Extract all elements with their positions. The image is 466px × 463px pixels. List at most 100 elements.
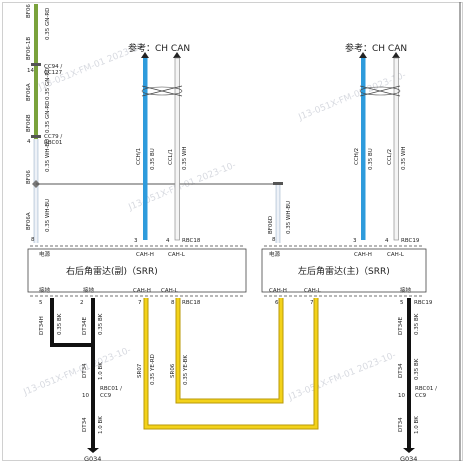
arrow-up-icon: [141, 52, 149, 58]
wire-label: CCL/2: [387, 149, 393, 165]
can-h-pin-label: CAH-H: [133, 288, 151, 294]
wire-label: 0.35 WH-BU: [45, 139, 51, 172]
wire-label: DT34: [398, 363, 404, 378]
conn-label: BF06-1B: [26, 37, 32, 60]
conn-label: CC79 /: [44, 134, 62, 140]
wire-label: 0.35 YE-BK: [183, 355, 189, 385]
pin-label: 8: [31, 237, 35, 243]
can-reference: 参考：CH CAN: [345, 42, 407, 54]
ground-wire: [50, 298, 54, 345]
wire-label: 0.35 WH: [401, 146, 407, 170]
ground-symbol-icon: [403, 448, 415, 453]
pin-label: 10: [82, 393, 89, 399]
wire-label: 0.35 BU: [368, 148, 374, 170]
can-low-wire: [174, 57, 180, 241]
connector-mark: [31, 135, 41, 138]
pin-label: 5: [39, 300, 43, 306]
wire-label: 0.35 BK: [57, 313, 63, 335]
ground-wire: [407, 298, 411, 448]
conn-label: RBC01 /: [415, 386, 437, 392]
pin-label: 5: [400, 300, 404, 306]
ground-pin-label: 接地: [400, 286, 412, 294]
conn-label: BF06B: [26, 114, 32, 132]
pin-label: 10: [398, 393, 405, 399]
ground-wire: [50, 343, 95, 347]
wire-label: DT34: [82, 417, 88, 432]
green-wire: [34, 4, 38, 139]
twist-icon: [359, 86, 401, 96]
wire-label: DT34E: [82, 316, 88, 335]
wire-label: 1.0 BK: [98, 416, 104, 434]
wire-label: 0.35 BU: [150, 148, 156, 170]
ground-wire: [91, 345, 95, 448]
wire-label: CCH/1: [136, 148, 142, 165]
module-name: 右后角雷达(副)（SRR): [66, 265, 158, 277]
wire-label: 1.0 BK: [98, 362, 104, 380]
conn-label: BF06D: [268, 216, 274, 234]
ground-point-label: G034: [84, 455, 101, 463]
right-rear-radar: 参考：CH CAN CCH/1 0.35 BU CCL/1 0.35 WH 3 …: [27, 42, 247, 463]
wire-label: 0.35 BK: [98, 313, 104, 335]
arrow-up-icon: [392, 52, 400, 58]
sensor-wire-sr06: [175, 298, 284, 404]
module-name: 左后角雷达(主)（SRR): [298, 265, 390, 277]
conn-label: CC127: [44, 70, 63, 76]
wire-label: DT34: [398, 417, 404, 432]
conn-label: CC94 /: [44, 64, 62, 70]
connector-mark: [273, 182, 283, 185]
radar-body: [261, 248, 427, 293]
can-h-pin-label: CAH-H: [136, 252, 154, 258]
conn-label: RBC18: [182, 300, 201, 306]
twist-icon: [141, 85, 183, 97]
wire-label: 0.35 WH: [182, 146, 188, 170]
can-l-pin-label: CAH-L: [387, 252, 405, 258]
pin-label: 2: [80, 300, 84, 306]
pin-label: 8: [171, 300, 175, 306]
ground-point-label: G034: [400, 455, 417, 463]
wire-label: 0.35 WH-BU: [45, 199, 51, 232]
conn-label: BF06A: [26, 83, 32, 101]
twist-icon: [359, 85, 401, 97]
conn-label: CC9: [100, 393, 112, 399]
wire-label: DT34E: [398, 316, 404, 335]
wire-label: SR07: [137, 363, 143, 378]
wire-label: DT34: [82, 363, 88, 378]
pin-label: 7: [310, 300, 314, 306]
can-high-wire: [143, 58, 148, 240]
ground-pin-label: 接地: [39, 286, 51, 294]
sensor-wire-sr06-core: [176, 298, 283, 403]
wire-label: CCL/1: [168, 149, 174, 165]
conn-label: RBC19: [414, 300, 433, 306]
pin-label: 4: [385, 238, 389, 244]
pin-label: 4: [27, 139, 31, 145]
pin-label: 14: [27, 68, 34, 74]
wire-label: CCH/2: [354, 148, 360, 165]
pin-label: 3: [353, 238, 357, 244]
pin-label: 4: [166, 238, 170, 244]
watermark: J13-051X-FM-01 2023-10-: [286, 350, 397, 403]
wire-label: SR06: [170, 363, 176, 378]
wire-label: 0.35 BK: [414, 313, 420, 335]
can-l-pin-label: CAH-L: [168, 252, 186, 258]
ground-pin-label: 接地: [83, 286, 95, 294]
radar-body: [27, 248, 247, 293]
conn-label: BF06A: [26, 212, 32, 230]
left-rear-radar: 参考：CH CAN CCH/2 0.35 BU CCL/2 0.35 WH 3 …: [261, 42, 437, 463]
can-l-pin-label: CAH-L: [161, 288, 179, 294]
arrow-up-icon: [359, 52, 367, 58]
power-pin-label: 电源: [269, 250, 281, 258]
pin-label: 7: [138, 300, 142, 306]
conn-label: RBC19: [401, 238, 420, 244]
pin-label: 3: [134, 238, 138, 244]
wire-label: 0.35 YE-RD: [150, 354, 156, 385]
can-high-wire: [361, 58, 366, 240]
conn-label: RBC01 /: [100, 386, 122, 392]
wire-label: 0.35 GN-RD: [45, 8, 51, 40]
sensor-wire-sr07: [143, 298, 319, 430]
sensor-wire-sr07-core: [144, 298, 318, 429]
wire-label: 0.35 WH-BU: [286, 201, 292, 234]
can-reference: 参考：CH CAN: [128, 42, 190, 54]
conn-label: BF06: [26, 4, 32, 18]
